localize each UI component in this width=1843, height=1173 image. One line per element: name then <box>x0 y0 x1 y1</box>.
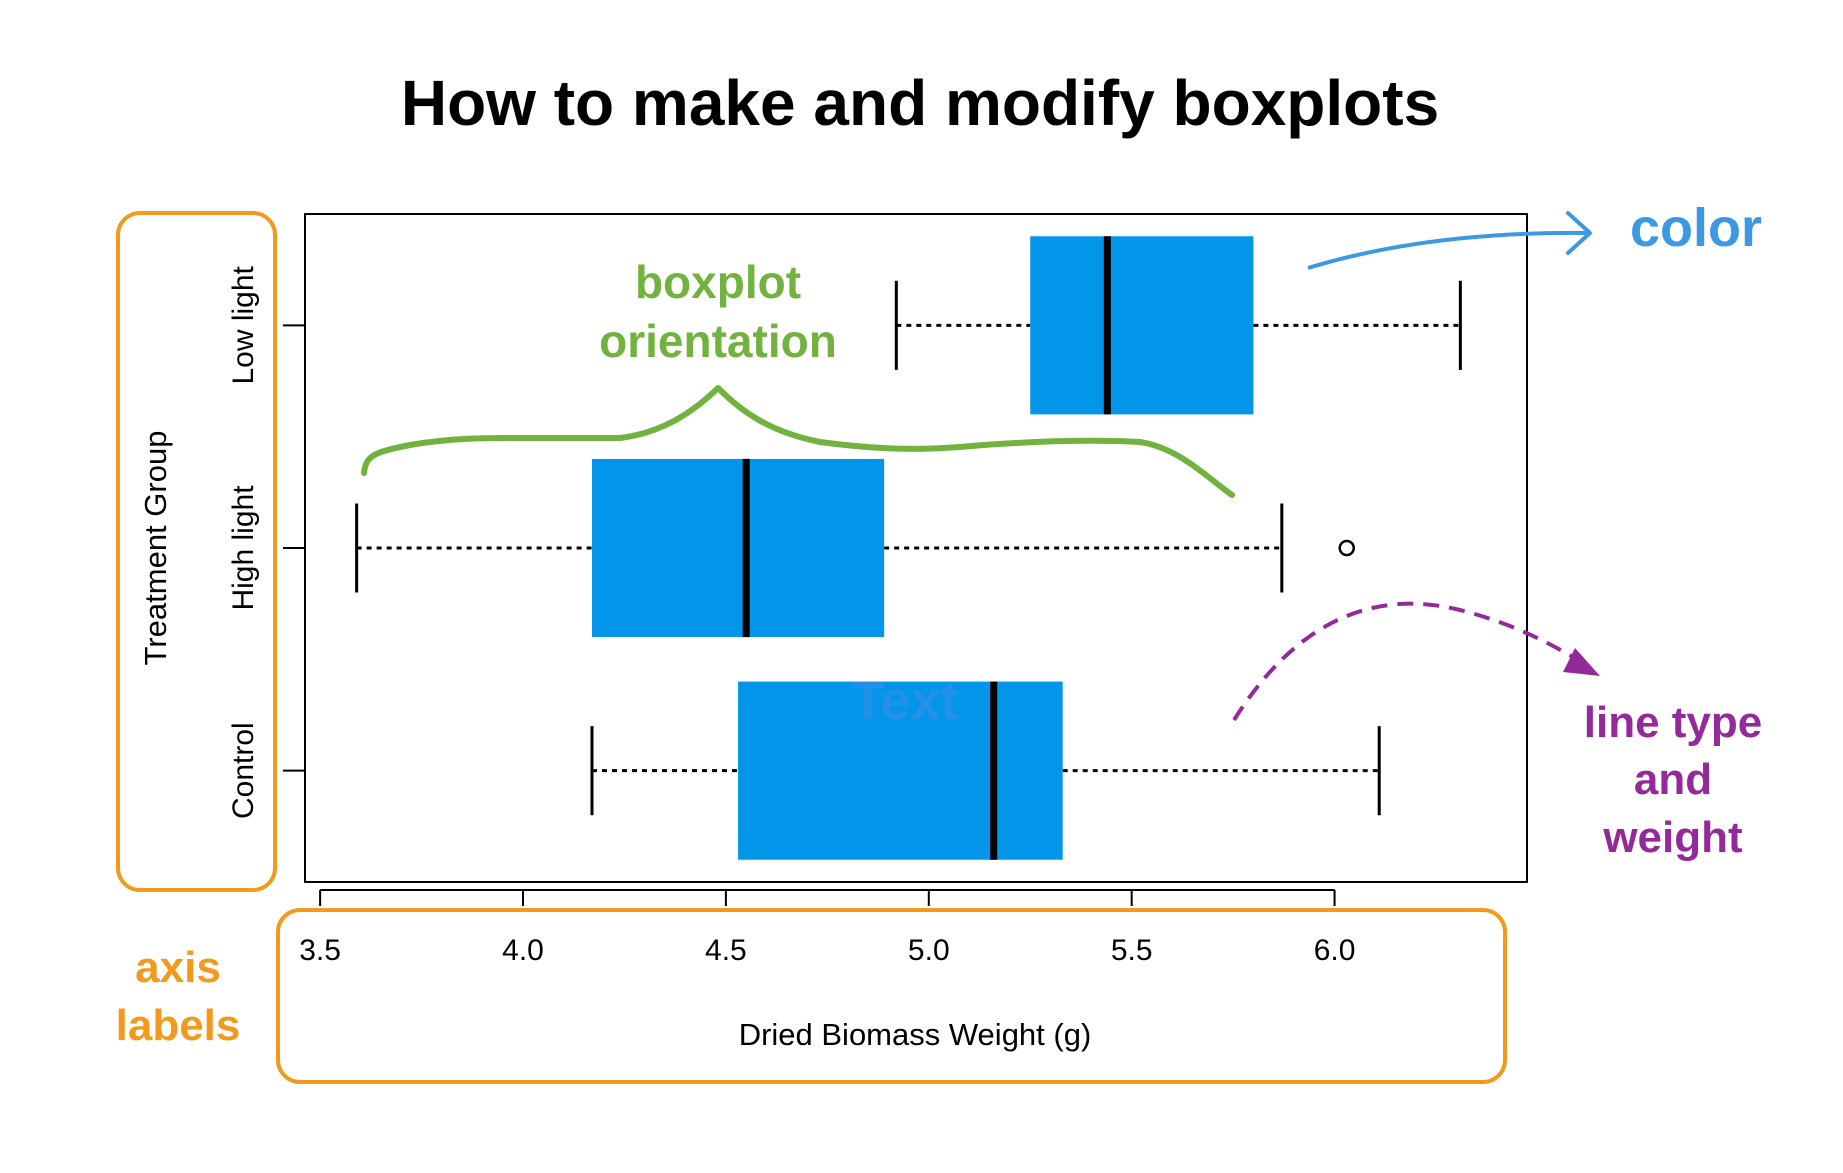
box-group-low-light <box>894 236 1462 415</box>
text-annotation-label: Text <box>851 671 958 731</box>
y-axis: Control High light Low light <box>227 265 305 819</box>
line-type-annotation-line3: weight <box>1602 813 1743 862</box>
y-tick-label: Low light <box>227 265 260 384</box>
box-iqr <box>591 458 885 638</box>
color-annotation-arrow <box>1307 230 1589 270</box>
y-tick-label: Control <box>227 722 260 819</box>
color-annotation-label: color <box>1630 198 1762 258</box>
chart-title: How to make and modify boxplots <box>401 67 1439 139</box>
orientation-annotation-line2: orientation <box>599 315 837 367</box>
axis-labels-annotation-line1: axis <box>135 943 221 992</box>
x-tick-label: 3.5 <box>299 934 341 967</box>
color-arrow-head <box>1566 211 1592 255</box>
outlier-point <box>1338 539 1355 557</box>
box-group-control <box>590 681 1381 860</box>
axis-labels-annotation-line2: labels <box>116 1001 241 1050</box>
line-type-annotation-arrow <box>1232 601 1576 722</box>
line-type-annotation-line2: and <box>1634 755 1712 804</box>
box-iqr <box>1030 236 1254 415</box>
x-axis: 3.5 4.0 4.5 5.0 5.5 6.0 <box>299 889 1356 967</box>
x-tick-label: 5.0 <box>908 934 950 967</box>
box-iqr <box>738 681 1063 860</box>
x-tick-label: 4.0 <box>502 934 544 967</box>
line-type-arrow-head <box>1563 648 1600 676</box>
x-tick-label: 5.5 <box>1111 934 1153 967</box>
orientation-annotation-line1: boxplot <box>635 256 801 308</box>
x-axis-labels-highlight <box>276 908 1507 1084</box>
x-tick-label: 6.0 <box>1314 934 1356 967</box>
y-axis-title: Treatment Group <box>138 431 173 666</box>
box-group-high-light <box>355 458 1355 638</box>
x-axis-title: Dried Biomass Weight (g) <box>739 1017 1092 1052</box>
y-tick-label: High light <box>227 485 260 611</box>
orientation-brace <box>361 385 1235 498</box>
line-type-annotation-line1: line type <box>1584 698 1763 747</box>
x-tick-label: 4.5 <box>705 934 747 967</box>
boxplot-layer <box>355 236 1462 860</box>
y-axis-labels-highlight <box>116 211 277 892</box>
